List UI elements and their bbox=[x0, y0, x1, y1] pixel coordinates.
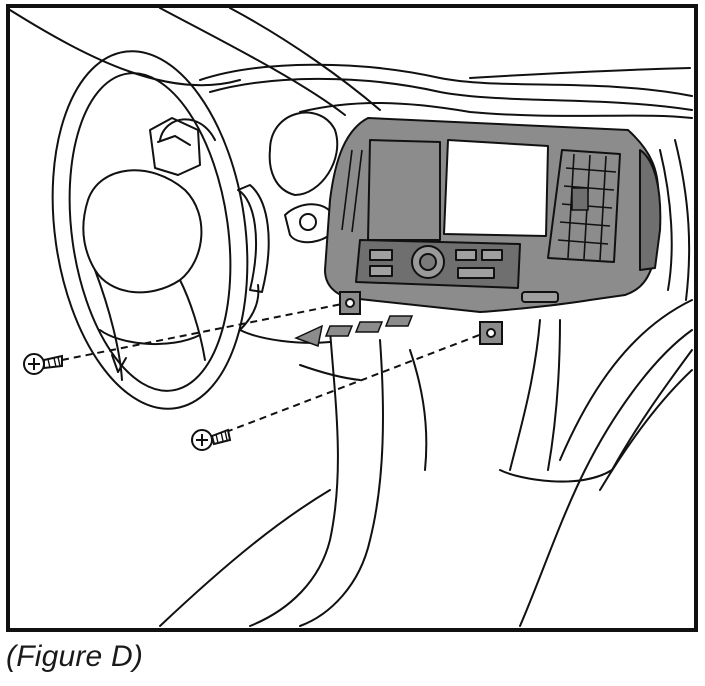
windshield-lines bbox=[9, 7, 691, 116]
screw-alignment-lines bbox=[61, 303, 483, 433]
control-button-4 bbox=[481, 249, 503, 261]
steering-wheel bbox=[51, 50, 270, 410]
install-direction-arrow bbox=[294, 315, 414, 348]
display-screen bbox=[443, 139, 549, 237]
mounting-tabs bbox=[339, 291, 503, 345]
left-vent bbox=[341, 149, 363, 233]
control-button-2 bbox=[369, 265, 393, 277]
dashboard-contour bbox=[199, 63, 693, 119]
figure-frame bbox=[6, 4, 698, 632]
dash-kit-bezel bbox=[324, 117, 662, 313]
door-panel bbox=[659, 139, 691, 301]
screw-left-icon bbox=[23, 353, 63, 375]
control-button-3 bbox=[455, 249, 477, 261]
hazard-button bbox=[521, 291, 559, 303]
center-console bbox=[159, 299, 693, 627]
control-button-1 bbox=[369, 249, 393, 261]
control-button-5 bbox=[457, 267, 495, 279]
screw-right-icon bbox=[191, 428, 232, 451]
figure-caption: (Figure D) bbox=[6, 640, 144, 673]
air-vent bbox=[557, 153, 617, 261]
